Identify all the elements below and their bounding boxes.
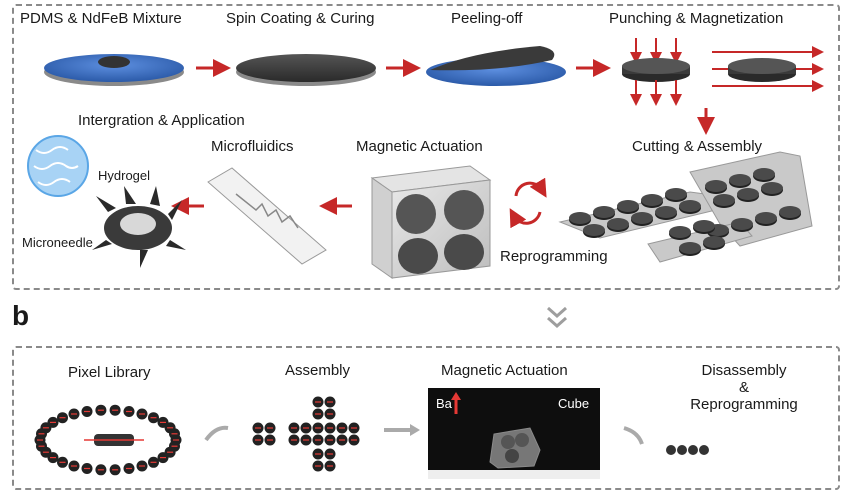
- pixel-disc-top: [703, 236, 725, 248]
- pixel-disc-top: [679, 200, 701, 212]
- pixel-disc-top: [641, 194, 663, 206]
- pixel-disc-top: [713, 194, 735, 206]
- panel-a-illustrations: [27, 38, 824, 329]
- reprogramming-label: Reprogramming: [500, 248, 608, 265]
- step-spin-label: Spin Coating & Curing: [226, 10, 375, 27]
- spin-disc: [236, 54, 376, 86]
- assembly-cross: [252, 396, 360, 472]
- microneedle-label: Microneedle: [22, 235, 93, 250]
- disassembly-line-1: Disassembly: [701, 362, 787, 379]
- microfluidic-chip: [207, 167, 327, 265]
- photo-cube: [428, 427, 600, 479]
- pixel-disc-top: [729, 174, 751, 186]
- pixel-library-ring: [34, 404, 182, 476]
- step-microfluidics-label: Microfluidics: [211, 138, 294, 155]
- pixel-disc-top: [737, 188, 759, 200]
- arrow-b-3: [623, 426, 644, 445]
- panel-b-illustrations: [34, 392, 709, 479]
- peel-disc: [426, 46, 566, 86]
- disassembly-line-2: &: [738, 379, 749, 396]
- pixel-disc-top: [693, 220, 715, 232]
- step-actuation-label: Magnetic Actuation: [356, 138, 483, 155]
- step-integration-label: Intergration & Application: [78, 112, 245, 129]
- chevron-down-icon: [547, 306, 567, 329]
- pixel-library-label: Pixel Library: [68, 364, 151, 381]
- step-cutting-label: Cutting & Assembly: [632, 138, 763, 155]
- panel-b-letter: b: [12, 300, 30, 331]
- disassembled-discs: [666, 445, 709, 455]
- step-mixture-label: PDMS & NdFeB Mixture: [20, 10, 182, 27]
- microneedle-icon: [92, 186, 186, 268]
- cube-label: Cube: [558, 396, 590, 411]
- assembly-label: Assembly: [285, 362, 351, 379]
- pixel-disc-top: [655, 206, 677, 218]
- pixel-disc-top: [679, 242, 701, 254]
- pixel-disc-top: [607, 218, 629, 230]
- step-punch-label: Punching & Magnetization: [609, 10, 784, 27]
- pixel-disc-top: [731, 218, 753, 230]
- pixel-disc-top: [669, 226, 691, 238]
- pixel-disc-top: [665, 188, 687, 200]
- step-peel-label: Peeling-off: [451, 10, 523, 27]
- panel-a-frame: [12, 4, 840, 290]
- pixel-disc-top: [593, 206, 615, 218]
- punch-disc: [622, 38, 690, 106]
- pixel-disc-top: [569, 212, 591, 224]
- disassembly-label: Disassembly & Reprogramming: [684, 362, 804, 413]
- field-arrowhead-icon: [451, 392, 461, 400]
- pixel-disc-top: [779, 206, 801, 218]
- arrowhead-b-2: [410, 424, 420, 436]
- pixel-disc-top: [753, 168, 775, 180]
- reprogram-icon: [509, 177, 547, 229]
- pixel-library-center: [84, 434, 144, 446]
- mixture-disc: [44, 54, 184, 86]
- pixel-disc-top: [583, 224, 605, 236]
- pixel-disc-top: [755, 212, 777, 224]
- arrow-b-1: [204, 425, 229, 442]
- field-label: Ba: [436, 396, 452, 411]
- b-actuation-label: Magnetic Actuation: [441, 362, 568, 379]
- cross-discs: [569, 168, 801, 256]
- pixel-disc-top: [705, 180, 727, 192]
- pixel-disc-top: [617, 200, 639, 212]
- disassembly-line-3: Reprogramming: [690, 396, 798, 413]
- actuation-cube: [370, 165, 492, 279]
- magnetized-disc: [712, 46, 824, 92]
- pixel-disc-top: [761, 182, 783, 194]
- hydrogel-label: Hydrogel: [98, 168, 151, 183]
- pixel-disc-top: [631, 212, 653, 224]
- hydrogel-icon: [27, 135, 89, 197]
